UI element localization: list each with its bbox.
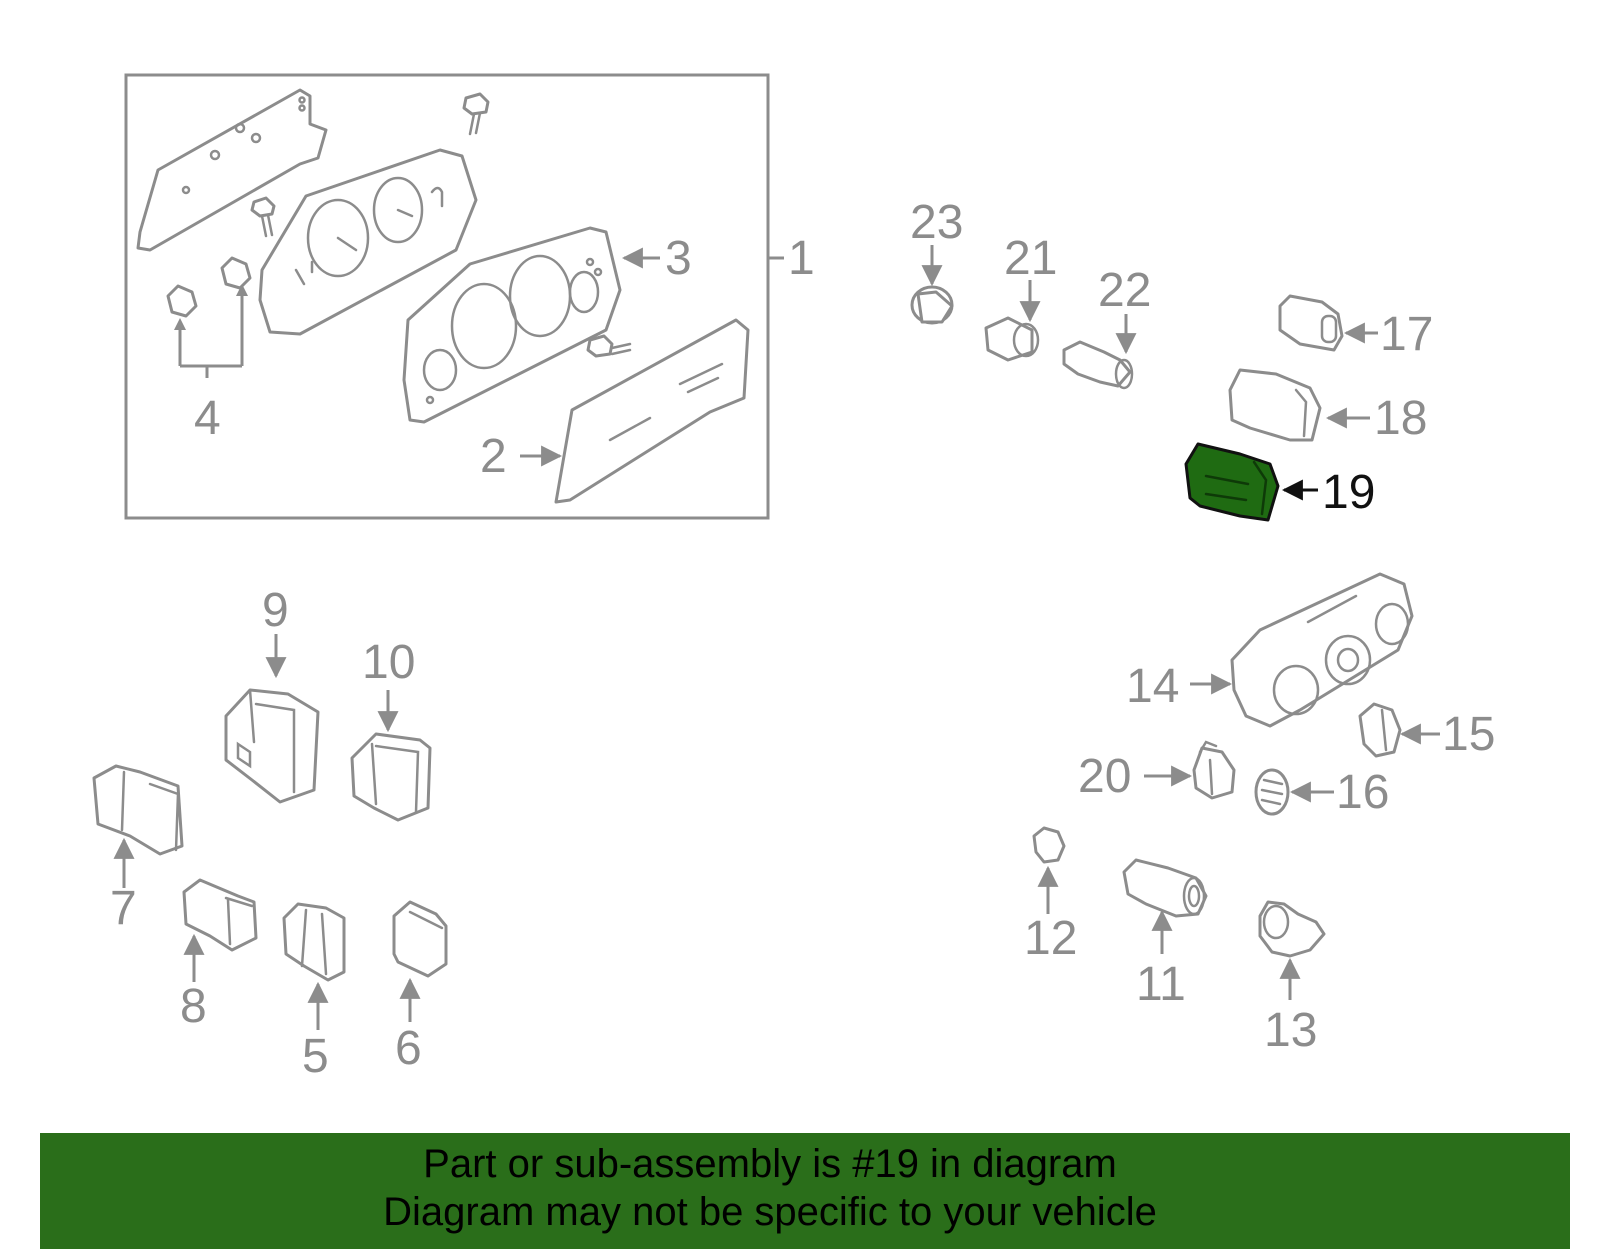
part-13 xyxy=(1258,900,1326,958)
callout-16: 16 xyxy=(1336,766,1389,819)
part-gauge-housing xyxy=(258,148,478,336)
leader-4 xyxy=(178,294,244,378)
part-20 xyxy=(1192,740,1236,800)
callout-4: 4 xyxy=(194,392,221,445)
callout-5: 5 xyxy=(302,1030,329,1083)
banner-line-disclaimer: Diagram may not be specific to your vehi… xyxy=(383,1190,1157,1234)
callout-8: 8 xyxy=(180,980,207,1033)
callout-12: 12 xyxy=(1024,912,1077,965)
part-3-cluster xyxy=(402,226,622,424)
banner-line-part-number: Part or sub-assembly is #19 in diagram xyxy=(423,1142,1117,1186)
callout-1: 1 xyxy=(788,232,815,285)
callout-3: 3 xyxy=(665,232,692,285)
part-12 xyxy=(1032,826,1066,864)
part-rear-plate xyxy=(136,88,328,252)
part-bolt-left xyxy=(250,196,276,238)
callout-11: 11 xyxy=(1136,958,1186,1011)
callout-20: 20 xyxy=(1078,750,1131,803)
callout-2: 2 xyxy=(480,430,507,483)
part-9 xyxy=(224,688,320,804)
part-7 xyxy=(92,764,184,856)
callout-6: 6 xyxy=(395,1022,422,1075)
info-banner: Part or sub-assembly is #19 in diagram D… xyxy=(40,1133,1570,1249)
part-10 xyxy=(350,732,432,822)
part-18 xyxy=(1228,368,1322,442)
callout-17: 17 xyxy=(1380,308,1433,361)
callout-18: 18 xyxy=(1374,392,1427,445)
cluster-assembly-frame xyxy=(124,73,770,520)
callout-7: 7 xyxy=(110,882,137,935)
part-14-control-panel xyxy=(1230,572,1414,728)
part-19-highlighted xyxy=(1184,442,1280,522)
part-11 xyxy=(1122,858,1208,918)
part-2-lens xyxy=(554,318,750,504)
callout-10: 10 xyxy=(362,636,415,689)
part-16 xyxy=(1254,768,1290,816)
part-6 xyxy=(392,900,448,978)
callout-22: 22 xyxy=(1098,264,1151,317)
callout-19-highlighted: 19 xyxy=(1322,466,1375,519)
part-17 xyxy=(1278,294,1344,352)
part-15 xyxy=(1358,702,1402,758)
part-4-bulb-sockets xyxy=(166,256,252,318)
callout-14: 14 xyxy=(1126,660,1179,713)
callout-23: 23 xyxy=(910,196,963,249)
part-8 xyxy=(182,878,258,952)
part-bolt-right xyxy=(586,334,632,358)
part-5 xyxy=(282,902,346,982)
callout-21: 21 xyxy=(1004,232,1057,285)
part-22 xyxy=(1062,340,1134,390)
part-23 xyxy=(910,285,954,325)
callout-15: 15 xyxy=(1442,708,1495,761)
part-21 xyxy=(984,316,1040,362)
callout-9: 9 xyxy=(262,584,289,637)
callout-13: 13 xyxy=(1264,1004,1317,1057)
part-bolt-top xyxy=(462,92,490,136)
